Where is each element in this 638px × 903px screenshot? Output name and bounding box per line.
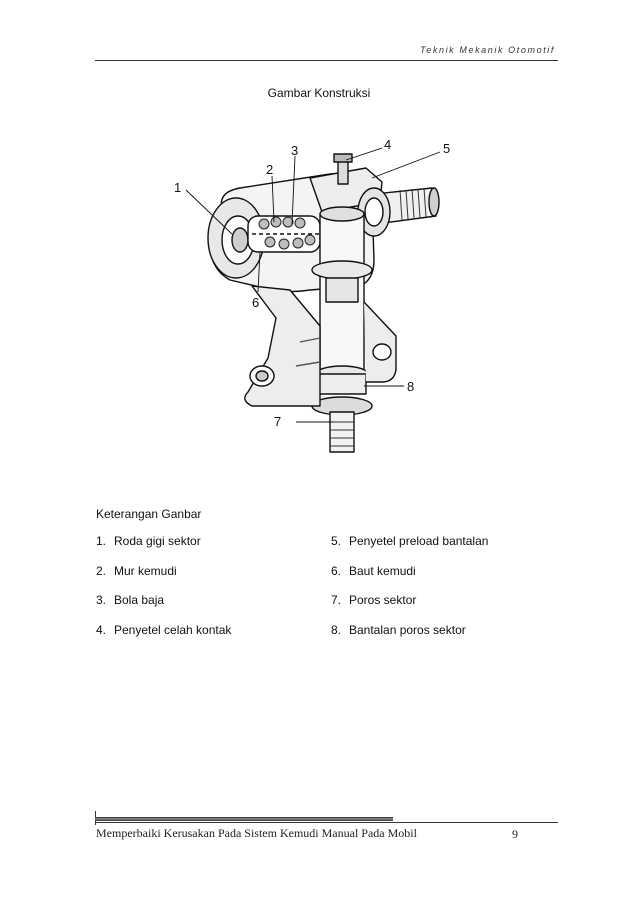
callout-3: 3 bbox=[291, 143, 298, 158]
legend-number: 4. bbox=[96, 622, 107, 637]
legend-number: 6. bbox=[331, 563, 342, 578]
legend-list-left: 1. Roda gigi sektor 2. Mur kemudi 3. Bola b… bbox=[96, 534, 231, 652]
legend-number: 1. bbox=[96, 534, 107, 548]
steering-gearbox-illustration: 1 2 3 4 5 6 7 8 bbox=[174, 137, 450, 453]
page-number: 9 bbox=[512, 827, 518, 841]
legend-title: Keterangan Ganbar bbox=[96, 507, 202, 521]
legend-number: 5. bbox=[331, 534, 342, 548]
header-rule bbox=[95, 60, 558, 61]
callout-6: 6 bbox=[252, 295, 259, 310]
legend-item: 6. Baut kemudi bbox=[331, 564, 488, 594]
footer-text: Memperbaiki Kerusakan Pada Sistem Kemudi… bbox=[96, 826, 417, 840]
legend-label: Penyetel celah kontak bbox=[114, 622, 232, 637]
legend-item: 7. Poros sektor bbox=[331, 593, 488, 623]
running-header: Teknik Mekanik Otomotif bbox=[419, 45, 555, 55]
callout-8: 8 bbox=[407, 379, 414, 394]
legend-label: Baut kemudi bbox=[349, 563, 416, 578]
callout-1: 1 bbox=[174, 180, 181, 195]
legend-item: 3. Bola baja bbox=[96, 593, 231, 623]
legend-list-right: 5. Penyetel preload bantalan 6. Baut kemud… bbox=[331, 534, 488, 652]
legend-item: 5. Penyetel preload bantalan bbox=[331, 534, 488, 564]
legend-item: 1. Roda gigi sektor bbox=[96, 534, 231, 564]
callout-7: 7 bbox=[274, 414, 281, 429]
callout-2: 2 bbox=[266, 162, 273, 177]
figure-title: Gambar Konstruksi bbox=[267, 86, 371, 100]
legend-label: Mur kemudi bbox=[114, 563, 177, 578]
legend-label: Roda gigi sektor bbox=[114, 534, 201, 548]
footer-bar bbox=[95, 817, 393, 821]
legend-number: 2. bbox=[96, 563, 107, 578]
legend-label: Poros sektor bbox=[349, 593, 417, 607]
legend-label: Penyetel preload bantalan bbox=[349, 534, 489, 548]
legend-label: Bantalan poros sektor bbox=[349, 622, 466, 637]
footer-rule bbox=[95, 822, 558, 823]
callout-4: 4 bbox=[384, 137, 391, 152]
legend-number: 7. bbox=[331, 593, 342, 607]
legend-label: Bola baja bbox=[114, 593, 165, 607]
legend-item: 2. Mur kemudi bbox=[96, 564, 231, 594]
legend-number: 3. bbox=[96, 593, 107, 607]
legend-item: 8. Bantalan poros sektor bbox=[331, 623, 488, 653]
legend-number: 8. bbox=[331, 622, 342, 637]
legend-item: 4. Penyetel celah kontak bbox=[96, 623, 231, 653]
callout-5: 5 bbox=[443, 141, 450, 156]
